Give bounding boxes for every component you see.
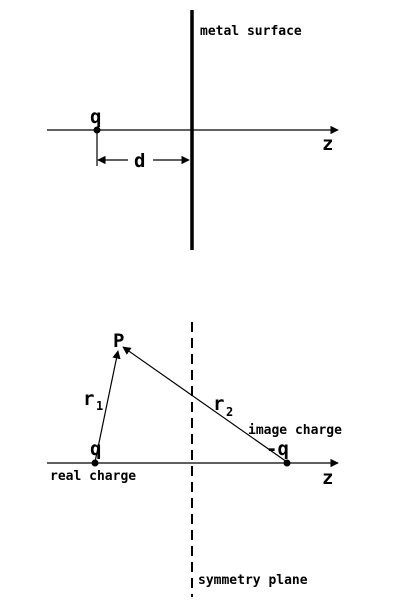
- r1-subscript: 1: [96, 399, 103, 413]
- charge-point-q: [93, 126, 101, 134]
- r2-label: r: [213, 393, 224, 415]
- image-charge-point: [283, 459, 291, 467]
- real-charge-point: [91, 459, 99, 467]
- r1-label: r: [83, 388, 94, 410]
- metal-surface-label: metal surface: [200, 24, 302, 39]
- top-panel: metal surface z q d: [47, 10, 339, 250]
- symmetry-plane-label: symmetry plane: [198, 573, 308, 588]
- image-charge-label-minus-q: -q: [266, 438, 289, 460]
- real-charge-label-q: q: [90, 438, 101, 460]
- z-axis-label-top: z: [322, 133, 333, 155]
- image-charge-text: image charge: [248, 423, 342, 438]
- r1-vector: [94, 350, 121, 463]
- bottom-panel: symmetry plane z P r 1 r 2 q real charge…: [47, 322, 342, 597]
- point-label-p: P: [113, 330, 124, 352]
- r2-vector: [122, 346, 288, 463]
- distance-label-d: d: [134, 150, 145, 172]
- r2-subscript: 2: [226, 405, 233, 419]
- z-axis-label-bottom: z: [322, 467, 333, 489]
- real-charge-text: real charge: [50, 469, 136, 484]
- charge-label-q: q: [90, 106, 101, 128]
